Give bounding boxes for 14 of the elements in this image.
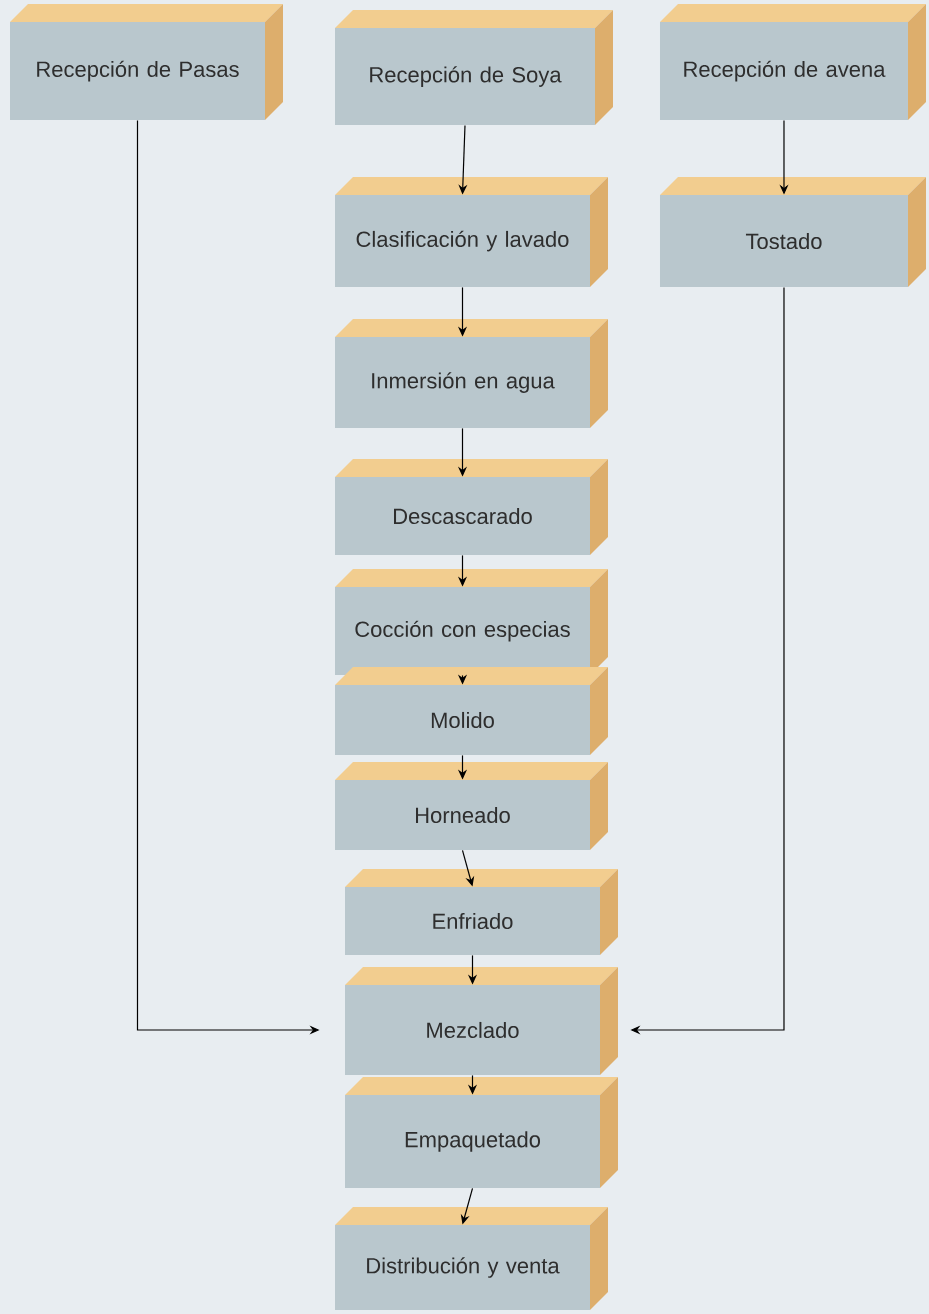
process-box: Distribución y venta xyxy=(335,1207,608,1310)
process-box: Horneado xyxy=(335,762,608,850)
process-box: Empaquetado xyxy=(345,1077,618,1188)
process-box: Inmersión en agua xyxy=(335,319,608,428)
process-box: Recepción de Pasas xyxy=(10,4,283,120)
process-box: Recepción de Soya xyxy=(335,10,613,125)
process-box: Molido xyxy=(335,667,608,755)
process-box: Clasificación y lavado xyxy=(335,177,608,287)
process-box: Descascarado xyxy=(335,459,608,555)
process-box: Recepción de avena xyxy=(660,4,926,120)
process-box: Mezclado xyxy=(345,967,618,1075)
process-box: Tostado xyxy=(660,177,926,287)
process-box: Cocción con especias xyxy=(335,569,608,675)
process-box: Enfriado xyxy=(345,869,618,955)
